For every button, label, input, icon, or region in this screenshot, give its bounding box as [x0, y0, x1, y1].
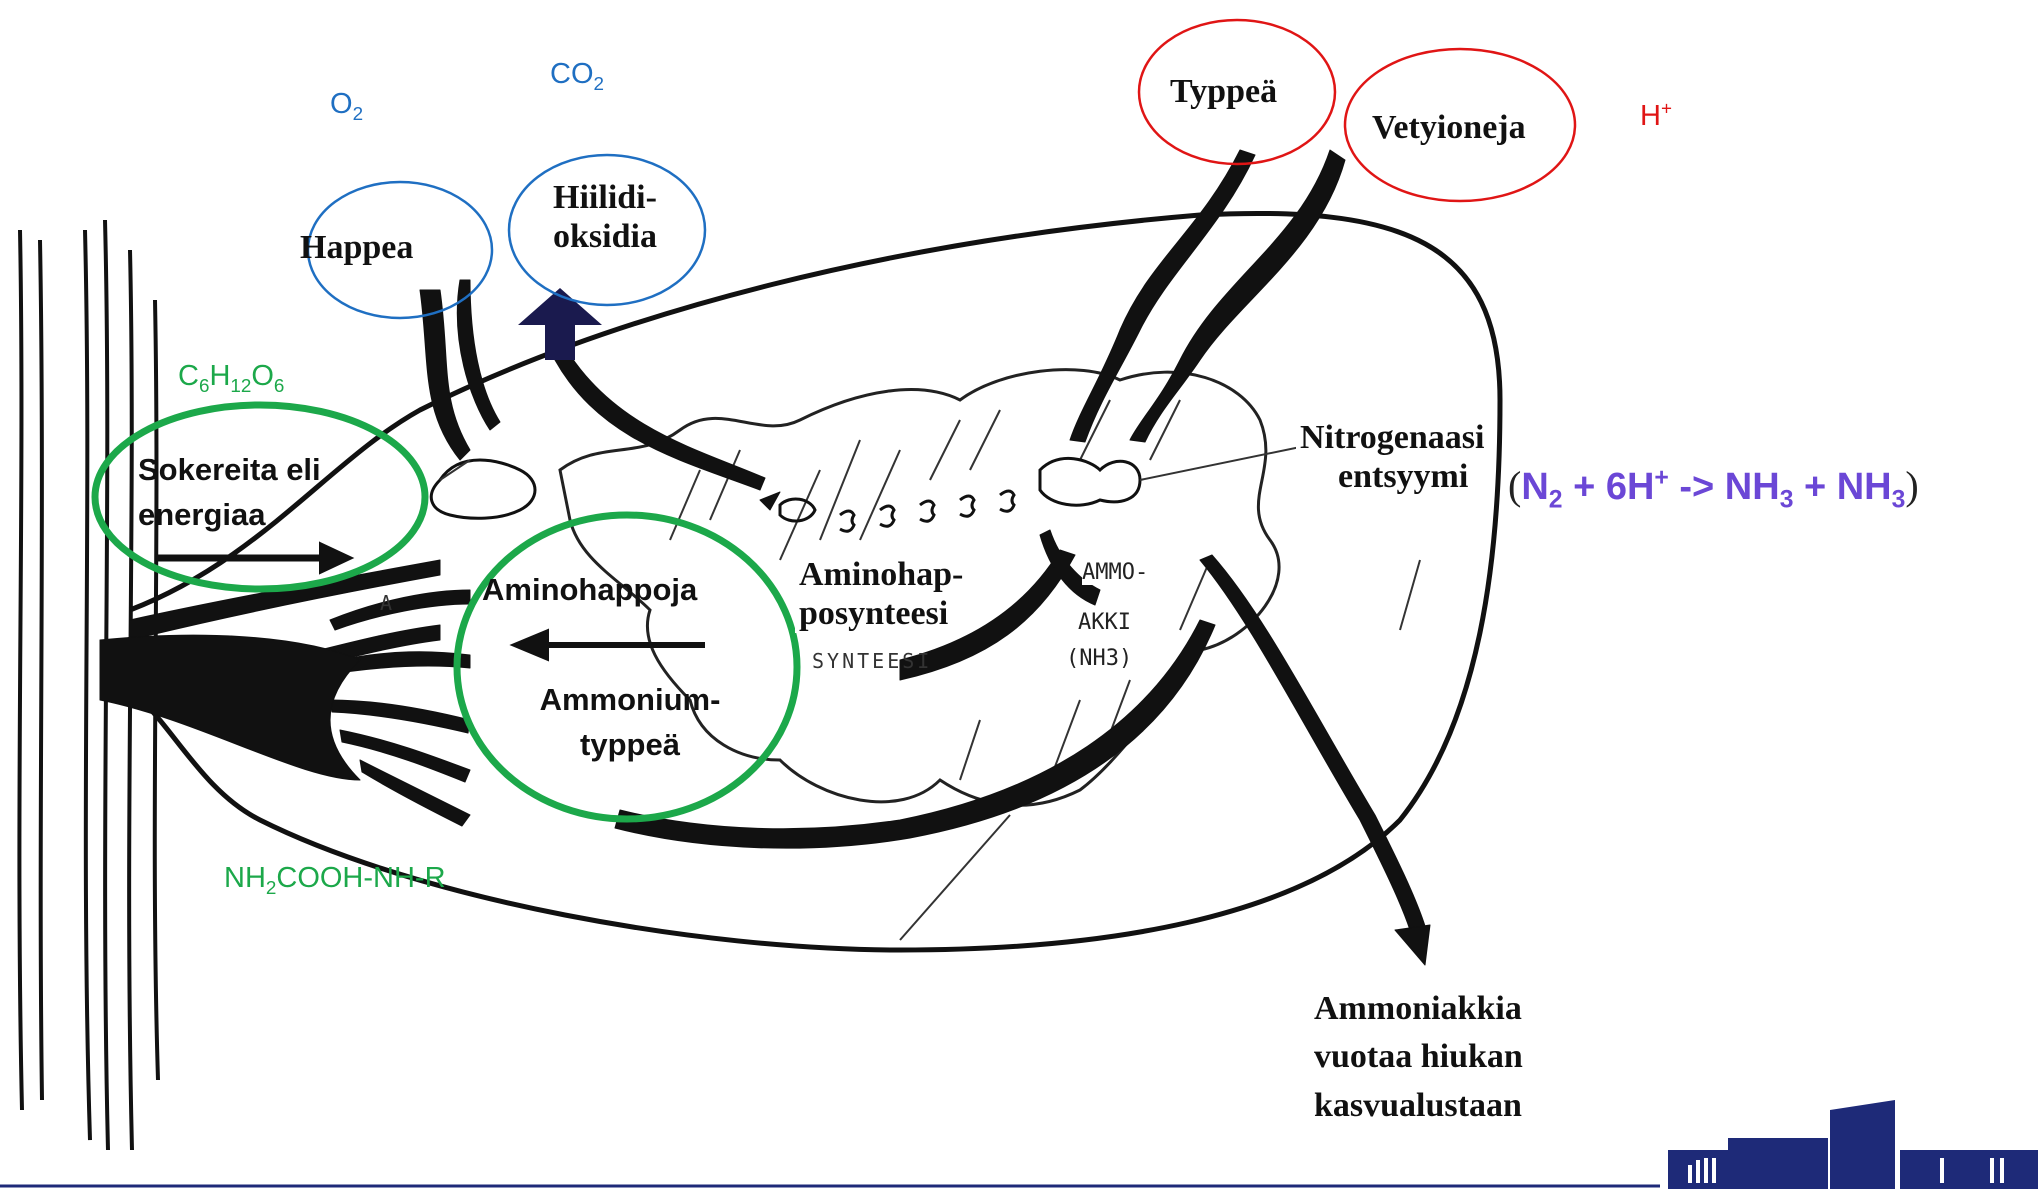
label-happea: Happea — [300, 228, 413, 267]
scan-synteesi: SYNTEESI — [812, 650, 932, 673]
label-ammoniumtyppea: Ammonium- typpeä — [510, 678, 750, 768]
formula-o2: O2 — [330, 88, 363, 121]
scan-nh3: (NH3) — [1066, 646, 1132, 671]
formula-glucose: C6H12O6 — [178, 360, 284, 393]
scan-ammo: AMMO- — [1082, 560, 1148, 585]
formula-amino: NH2COOH-NH-R — [224, 862, 446, 895]
formula-co2: CO2 — [550, 58, 604, 91]
label-aminohappoja: Aminohappoja — [482, 572, 697, 608]
scan-akki: AKKI — [1078, 610, 1131, 635]
label-sokereita: Sokereita eli energiaa — [138, 448, 321, 538]
label-nitrogenaasi: Nitrogenaasi entsyymi — [1296, 418, 1488, 496]
scan-a: A — [380, 592, 392, 615]
label-typpea: Typpeä — [1170, 72, 1277, 111]
label-hiilidioksidia: Hiilidi- oksidia — [530, 178, 680, 256]
label-ammoniakkia: Ammoniakkia vuotaa hiukan kasvualustaan — [1314, 985, 1523, 1130]
logo — [1668, 1100, 2038, 1189]
formula-h-plus: H+ — [1640, 100, 1672, 133]
ammonium-oval — [457, 515, 797, 819]
amino-arrow — [512, 630, 705, 660]
bacteroids — [431, 458, 1140, 521]
label-vetyioneja: Vetyioneja — [1372, 108, 1526, 147]
co2-out-arrow — [518, 288, 602, 360]
label-aminohapposynteesi: Aminohap- posynteesi — [795, 555, 967, 633]
sugar-arrow — [155, 543, 352, 573]
nitrogenase-equation: (N2 + 6H+ -> NH3 + NH3) — [1508, 462, 1919, 509]
